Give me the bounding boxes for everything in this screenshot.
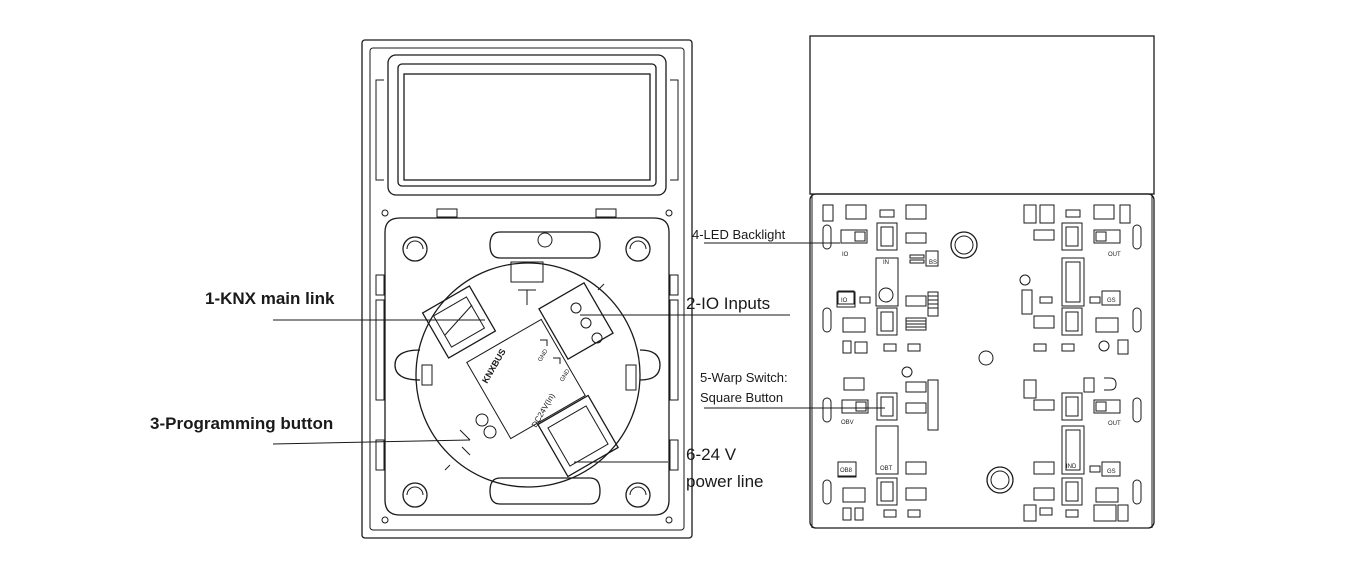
gnd-text-2: GND: [560, 368, 572, 383]
dc24v-text: DC24V(In): [530, 391, 557, 429]
pcb-out-gs-text: GS: [1107, 298, 1116, 304]
pcb-ind-text: IND: [1066, 464, 1077, 470]
label-programming-button: 3-Programming button: [150, 414, 333, 433]
pcb-out-text-2: OUT: [1108, 421, 1121, 427]
knx-terminal: [421, 285, 497, 359]
pcb-ob8-text: OB8: [840, 468, 853, 474]
pcb-obt-text: OBT: [880, 466, 893, 472]
pcb-obv-text: OBV: [841, 420, 854, 426]
pcb-out-text-1: OUT: [1108, 252, 1121, 258]
leader-programming-button: [272, 439, 471, 445]
programming-button-area: [459, 413, 497, 456]
label-knx-main-link: 1-KNX main link: [205, 289, 335, 308]
pcb-io-text: IO: [842, 252, 849, 258]
label-warp-switch-2: Square Button: [700, 390, 783, 405]
knx-module: KNXBUS GND GND DC24V(In): [415, 261, 641, 488]
mounting-frame: [361, 39, 693, 539]
label-power-line-1: 6-24 V: [686, 445, 737, 464]
pcb-out-io-text: IO: [841, 298, 848, 304]
pcb-view: IO IN BS OUT IO GS OBV OBT OB8 OUT GS IN…: [809, 35, 1155, 529]
label-led-backlight: 4-LED Backlight: [692, 227, 786, 242]
label-power-line-2: power line: [686, 472, 764, 491]
gnd-text-1: GND: [538, 348, 550, 363]
io-terminal: [538, 281, 614, 361]
label-io-inputs: 2-IO Inputs: [686, 294, 770, 313]
pcb-in-text: IN: [883, 260, 889, 266]
pcb-out-gs-text-2: GS: [1107, 469, 1116, 475]
label-warp-switch-1: 5-Warp Switch:: [700, 370, 788, 385]
pcb-bs-text: BS: [929, 260, 937, 266]
